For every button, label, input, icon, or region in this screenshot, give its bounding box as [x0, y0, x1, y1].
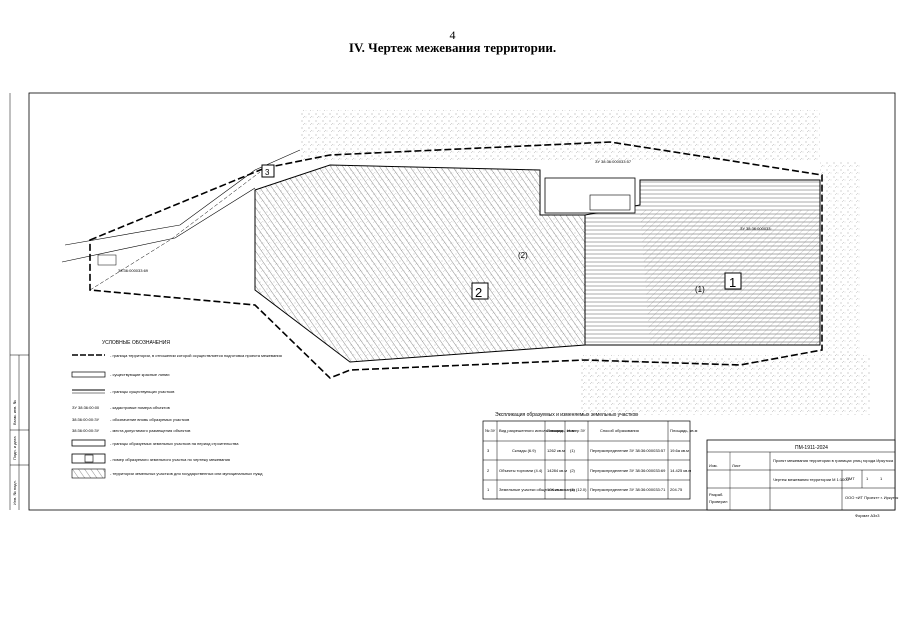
explication-cell: Земельные участки общего пользования (12…: [499, 487, 587, 492]
explication-cell: Объекты торговли (4.4): [499, 468, 543, 473]
parcel-number-3: 3: [265, 168, 270, 177]
title-block-org: ООО «ИТ Проект» г. Иркутск: [845, 495, 898, 500]
title-block-role: Разраб.: [709, 492, 723, 497]
explication-cell: 2: [487, 468, 490, 473]
title-block-row: Лист: [732, 463, 741, 468]
title-block-row: Изм.: [709, 463, 718, 468]
legend-item-existing-parcels: - границы существующих участков: [110, 389, 174, 394]
west-label: 38:36:000033:69: [118, 268, 149, 273]
title-block-stage: ПМТ: [846, 476, 855, 481]
explication-cell: (2): [570, 468, 576, 473]
explication-cell: 204.75: [670, 487, 683, 492]
explication-title: Экспликация образуемых и изменяемых земе…: [495, 412, 638, 418]
explication-header: Вид разрешенного использования: [499, 428, 563, 433]
title-block-format: Формат A3x3: [855, 513, 880, 518]
title-block-sheet-name: Чертеж межевания территории М 1:1000: [773, 477, 850, 482]
title-block-role: Проверил: [709, 499, 728, 504]
explication-cell: Склады (6.9): [512, 448, 536, 453]
sub-label: ЗУ 38:36:000033:: [740, 226, 772, 231]
side-stamp-2: Подп. и дата: [12, 436, 17, 460]
legend-title: УСЛОВНЫЕ ОБОЗНАЧЕНИЯ: [102, 340, 170, 346]
explication-cell: 19.6а кв.м: [670, 448, 689, 453]
sheet-frame: [28, 92, 896, 511]
legend-item-number: - номер образуемого земельного участка п…: [110, 457, 230, 462]
circle-number-1: (1): [695, 285, 705, 294]
parcel-number-2: 2: [475, 285, 482, 300]
title-block-sheet: 1: [866, 476, 869, 481]
explication-cell: Перераспределение ЗУ 38:36:000033:57: [590, 448, 666, 453]
side-stamp-3: Взам. инв. №: [12, 400, 17, 425]
explication-cell: Перераспределение ЗУ 38:36:000033:71: [590, 487, 666, 492]
legend-items: - граница территории, в отношении которо…: [71, 353, 282, 479]
legend-item-hatch: - территории земельных участков для госу…: [110, 471, 263, 476]
legend-item-cadastral: - кадастровые номера объектов: [110, 405, 170, 410]
legend-sample-building: 38:36:00:00:ЗУ: [72, 428, 100, 433]
explication-header: Номер ЗУ: [567, 428, 586, 433]
legend-sample-cadastral: ЗУ 38:36:00:00: [72, 405, 100, 410]
legend-item-building: - места допустимого размещения объектов: [110, 428, 190, 433]
title-block: [706, 439, 896, 511]
street-label: ЗУ 38:36:000033:57: [595, 159, 632, 164]
explication-header: Площадь, кв.м: [547, 428, 575, 433]
explication-cell: Перераспределение ЗУ 38:36:000033:69: [590, 468, 666, 473]
project-boundary: [89, 141, 823, 379]
explication-header: № ЗУ: [485, 428, 496, 433]
explication-cell: 16К кв.м: [547, 487, 563, 492]
legend-item-formed-parcels: - границы образуемых земельных участков …: [110, 441, 239, 446]
explication-cell: 14284 кв.м: [547, 468, 567, 473]
title-block-project: Проект межевания территории в границах у…: [773, 458, 894, 463]
legend-sample-formed: 38:36:00:00:ЗУ: [72, 417, 100, 422]
legend-item-formed: - обозначение вновь образуемых участков: [110, 417, 189, 422]
explication-header: Способ образования: [600, 428, 639, 433]
circle-number-2: (2): [518, 251, 528, 260]
explication-header: Площадь, кв.м: [670, 428, 698, 433]
explication-cell: (1): [570, 487, 576, 492]
explication-cell: 3: [487, 448, 490, 453]
side-stamp-1: Инв. № подл.: [12, 480, 17, 505]
explication-cell: (1): [570, 448, 576, 453]
page-heading: IV. Чертеж межевания территории.: [348, 40, 557, 55]
explication-cell: 1: [487, 487, 490, 492]
title-block-code: ПМ-1911-2024: [795, 445, 828, 451]
legend-item-red-line: - существующие красные линии: [110, 372, 170, 377]
parcel-number-1: 1: [729, 275, 736, 290]
explication-cell: 1262 кв.м: [547, 448, 565, 453]
title-block-sheets: 1: [880, 476, 883, 481]
explication-cell: 14.425 кв.м: [670, 468, 691, 473]
page-number: 4: [449, 28, 456, 42]
legend-item-boundary: - граница территории, в отношении которо…: [110, 353, 282, 358]
